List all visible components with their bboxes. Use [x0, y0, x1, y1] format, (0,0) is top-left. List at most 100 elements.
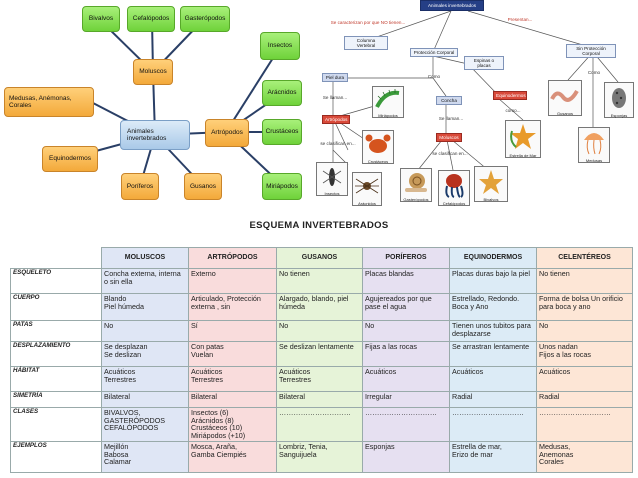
rmap-proteccion[interactable]: Protección Corporal — [410, 48, 458, 58]
node-medusas[interactable]: Medusas, Anémonas, Corales — [4, 87, 94, 117]
pic-label: Miriápodos — [378, 113, 398, 118]
rmap-moluscos[interactable]: Moluscos — [436, 133, 462, 143]
pic-esponjas[interactable]: Esponjas — [604, 82, 634, 118]
table-cell: Tienen unos tubitos para desplazarse — [449, 320, 537, 342]
node-bivalvos[interactable]: Bivalvos — [82, 6, 120, 32]
table-cell: Mosca, Araña, Gamba Ciempiés — [188, 441, 277, 473]
pic-label: Cefalópodos — [442, 201, 466, 206]
table-cell: BIVALVOS, GASTERÓPODOS CEFALÓPODOS — [101, 407, 189, 442]
row-label: CUERPO — [10, 293, 102, 321]
starfish-cluster-icon — [479, 170, 503, 194]
pic-gasteropodos[interactable]: Gasterópodos — [400, 168, 432, 202]
header-cell: GUSANOS — [276, 247, 363, 269]
table-cell: Bilateral — [276, 391, 363, 408]
starfish-icon — [510, 124, 536, 149]
pic-gusanos[interactable]: Gusanos — [548, 80, 582, 116]
rmap-columna[interactable]: Columna Vertebral — [344, 36, 388, 51]
node-miriapodos[interactable]: Miriápodos — [262, 173, 302, 200]
row-label: HÁBITAT — [10, 366, 102, 392]
table-cell: Mejillón Babosa Calamar — [101, 441, 189, 473]
node-equinodermos[interactable]: Equinodermos — [42, 146, 98, 172]
rmap-sin-proteccion[interactable]: Sin Protección Corporal — [566, 44, 616, 59]
pic-label: Bivalvos — [483, 197, 499, 202]
table-cell: Con patas Vuelan — [188, 341, 277, 367]
rmap-link-no: Se caracterizan por que NO tienen... — [330, 20, 406, 25]
table-cell: Radial — [449, 391, 537, 408]
table-cell: Alargado, blando, piel húmeda — [276, 293, 363, 321]
table-cell: Agujereados por que pase el agua — [362, 293, 450, 321]
table-cell: No — [536, 320, 633, 342]
pic-miriapodos[interactable]: Miriápodos — [372, 86, 404, 118]
pic-aracnidos[interactable]: Arácnidos — [352, 172, 382, 206]
node-insectos[interactable]: Insectos — [260, 32, 300, 60]
pic-insectos[interactable]: Insectos — [316, 162, 348, 196]
table-cell: Estrella de mar, Erizo de mar — [449, 441, 537, 473]
node-cefalopodos[interactable]: Cefalópodos — [127, 6, 175, 32]
pic-cefalopodos[interactable]: Cefalópodos — [438, 170, 470, 206]
pic-medusas[interactable]: Medusas — [578, 127, 610, 163]
table-cell: No — [101, 320, 189, 342]
pic-label: Estrella de Mar — [509, 153, 537, 158]
table-cell: No tienen — [536, 268, 633, 294]
node-moluscos[interactable]: Moluscos — [133, 59, 173, 85]
rmap-artropodos[interactable]: Artrópodos — [322, 115, 350, 125]
node-poriferos[interactable]: Poríferos — [121, 173, 159, 200]
header-cell: ARTRÓPODOS — [188, 247, 277, 269]
spider-icon — [355, 178, 379, 194]
table-cell: Se desplazan Se deslizan — [101, 341, 189, 367]
octopus-icon — [445, 174, 464, 198]
table-cell: Insectos (6) Arácnidos (8) Crustáceos (1… — [188, 407, 277, 442]
rmap-link-como-3: como... — [505, 108, 521, 113]
rmap-link-se-llaman-1: Se llaman... — [322, 95, 348, 100]
table-cell: No — [276, 320, 363, 342]
table-cell: Se arrastran lentamente — [449, 341, 537, 367]
table-cell: Acuáticos — [449, 366, 537, 392]
node-gasteropodos[interactable]: Gasterópodos — [180, 6, 230, 32]
node-artropodos[interactable]: Artrópodos — [205, 119, 249, 147]
wasp-icon — [322, 168, 342, 186]
table-cell: ………………………… — [449, 407, 537, 442]
rmap-link-se-llaman-2: Se llaman... — [438, 116, 464, 121]
rmap-equinodermos[interactable]: Equinodermos — [493, 91, 527, 101]
node-gusanos[interactable]: Gusanos — [184, 173, 222, 200]
pic-estrella-de-mar[interactable]: Estrella de Mar — [505, 120, 541, 158]
sponge-icon — [612, 88, 626, 108]
table-cell: No tienen — [276, 268, 363, 294]
worm-icon — [550, 89, 579, 102]
table-cell: Concha externa, interna o sin ella — [101, 268, 189, 294]
row-label: CLASES — [10, 407, 102, 442]
table-cell: No — [362, 320, 450, 342]
table-cell: Bilateral — [101, 391, 189, 408]
table-cell: Radial — [536, 391, 633, 408]
node-aracnidos[interactable]: Arácnidos — [262, 80, 302, 106]
pic-label: Medusas — [585, 158, 603, 163]
table-cell: ………………………… — [362, 407, 450, 442]
row-label: PATAS — [10, 320, 102, 342]
table-cell: Lombriz, Tenia, Sanguijuela — [276, 441, 363, 473]
jellyfish-icon — [584, 133, 604, 155]
centipede-icon — [375, 89, 400, 108]
rmap-concha[interactable]: Concha — [436, 96, 462, 106]
rmap-piel-dura[interactable]: Piel dura — [322, 73, 348, 83]
table-cell: Medusas, Anemonas Corales — [536, 441, 633, 473]
row-label: SIMETRÍA — [10, 391, 102, 408]
table-cell: Acuáticos Terrestres — [101, 366, 189, 392]
pic-crustaceos[interactable]: Crustáceos — [362, 130, 394, 164]
table-cell: Esponjas — [362, 441, 450, 473]
rmap-link-se-clasifican-1: se clasifican en... — [320, 141, 356, 146]
node-crustaceos[interactable]: Crustáceos — [262, 119, 302, 145]
table-cell: Acuáticos — [362, 366, 450, 392]
node-animales-invertebrados[interactable]: Animales invertebrados — [120, 120, 190, 150]
header-cell: CELENTÉREOS — [536, 247, 633, 269]
rmap-root[interactable]: Animales invertebrados — [420, 0, 484, 12]
table-header-row: MOLUSCOS ARTRÓPODOS GUSANOS PORÍFEROS EQ… — [10, 247, 633, 269]
table-cell: Estrellado, Redondo. Boca y Ano — [449, 293, 537, 321]
pic-bivalvos[interactable]: Bivalvos — [474, 166, 508, 202]
table-cell: Placas blandas — [362, 268, 450, 294]
rmap-link-como: Como — [427, 74, 441, 79]
rmap-espinas[interactable]: Espinas o placas — [464, 56, 504, 71]
